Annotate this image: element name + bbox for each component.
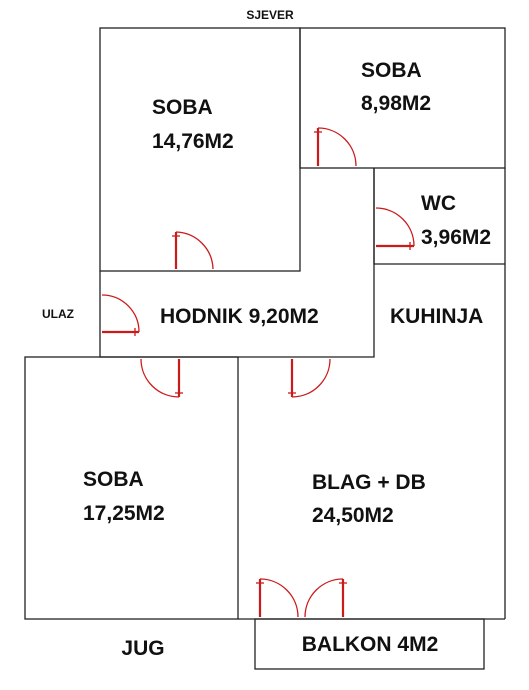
door-soba-north-west bbox=[172, 231, 214, 270]
door-soba-north-east bbox=[314, 127, 357, 167]
room-wc bbox=[373, 168, 505, 265]
balcony bbox=[254, 618, 485, 670]
hallway-outline bbox=[99, 168, 375, 358]
room-kuhinja-label: KUHINJA bbox=[390, 305, 483, 328]
entrance-label: ULAZ bbox=[42, 307, 74, 321]
room-blag-db-name: BLAG + DB bbox=[312, 471, 426, 494]
room-hodnik-label: HODNIK 9,20M2 bbox=[160, 305, 319, 328]
room-soba-north-east bbox=[299, 27, 506, 169]
door-living-room bbox=[288, 358, 331, 398]
room-blag-db-area: 24,50M2 bbox=[312, 504, 394, 527]
room-soba-south-name: SOBA bbox=[83, 468, 144, 491]
walls bbox=[24, 27, 506, 670]
door-wc bbox=[375, 207, 415, 250]
door-balcony-left bbox=[256, 578, 299, 618]
room-soba-north-east-name: SOBA bbox=[361, 59, 422, 82]
door-balcony-right bbox=[304, 578, 347, 618]
door-soba-south bbox=[140, 358, 183, 398]
room-soba-north-west-name: SOBA bbox=[152, 96, 213, 119]
balcony-label: BALKON 4M2 bbox=[302, 633, 439, 656]
room-soba-south-area: 17,25M2 bbox=[83, 502, 165, 525]
door-entrance bbox=[101, 294, 140, 336]
compass-north: SJEVER bbox=[246, 8, 294, 22]
room-soba-north-west-area: 14,76M2 bbox=[152, 130, 234, 153]
room-wc-name: WC bbox=[421, 192, 456, 215]
room-soba-north-east-area: 8,98M2 bbox=[361, 92, 431, 115]
room-wc-area: 3,96M2 bbox=[421, 226, 491, 249]
doors bbox=[101, 127, 415, 618]
room-soba-south bbox=[24, 356, 239, 620]
compass-south: JUG bbox=[121, 637, 164, 660]
